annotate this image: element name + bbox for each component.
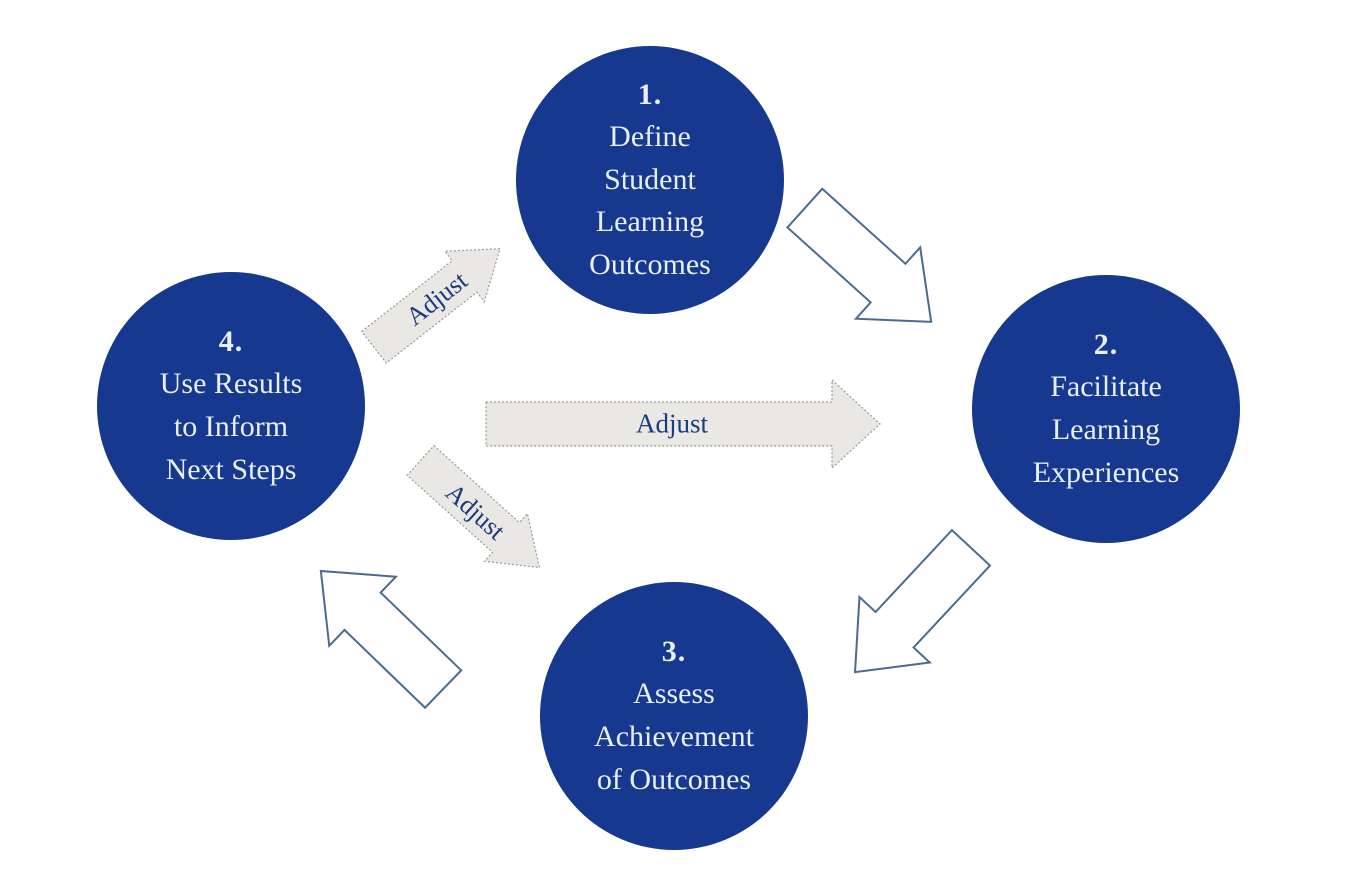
adjust-label-horizontal: Adjust (635, 408, 709, 439)
arrow-step2-to-step3-icon (853, 528, 992, 674)
adjust-arrow-down-right-icon (406, 444, 541, 569)
step-number: 2. (1093, 327, 1119, 361)
step-circle-1: 1. Define Student Learning Outcomes (516, 46, 784, 314)
adjust-arrow-up-right-icon (360, 248, 501, 364)
arrow-step1-to-step2-icon (786, 187, 933, 323)
step-number: 4. (218, 324, 244, 358)
step-number: 1. (637, 77, 663, 111)
adjust-arrow-right-icon (485, 378, 881, 470)
step-number: 3. (661, 634, 687, 668)
step-circle-4: 4. Use Results to Inform Next Steps (97, 272, 365, 540)
step-title: Facilitate Learning Experiences (1032, 370, 1180, 489)
step-title: Define Student Learning Outcomes (589, 120, 711, 281)
arrow-step3-to-step4-icon (319, 569, 463, 710)
step-title: Use Results to Inform Next Steps (159, 367, 303, 486)
step-circle-2: 2. Facilitate Learning Experiences (972, 275, 1240, 543)
step-circle-3: 3. Assess Achievement of Outcomes (540, 582, 808, 850)
step-title: Assess Achievement of Outcomes (594, 677, 754, 796)
